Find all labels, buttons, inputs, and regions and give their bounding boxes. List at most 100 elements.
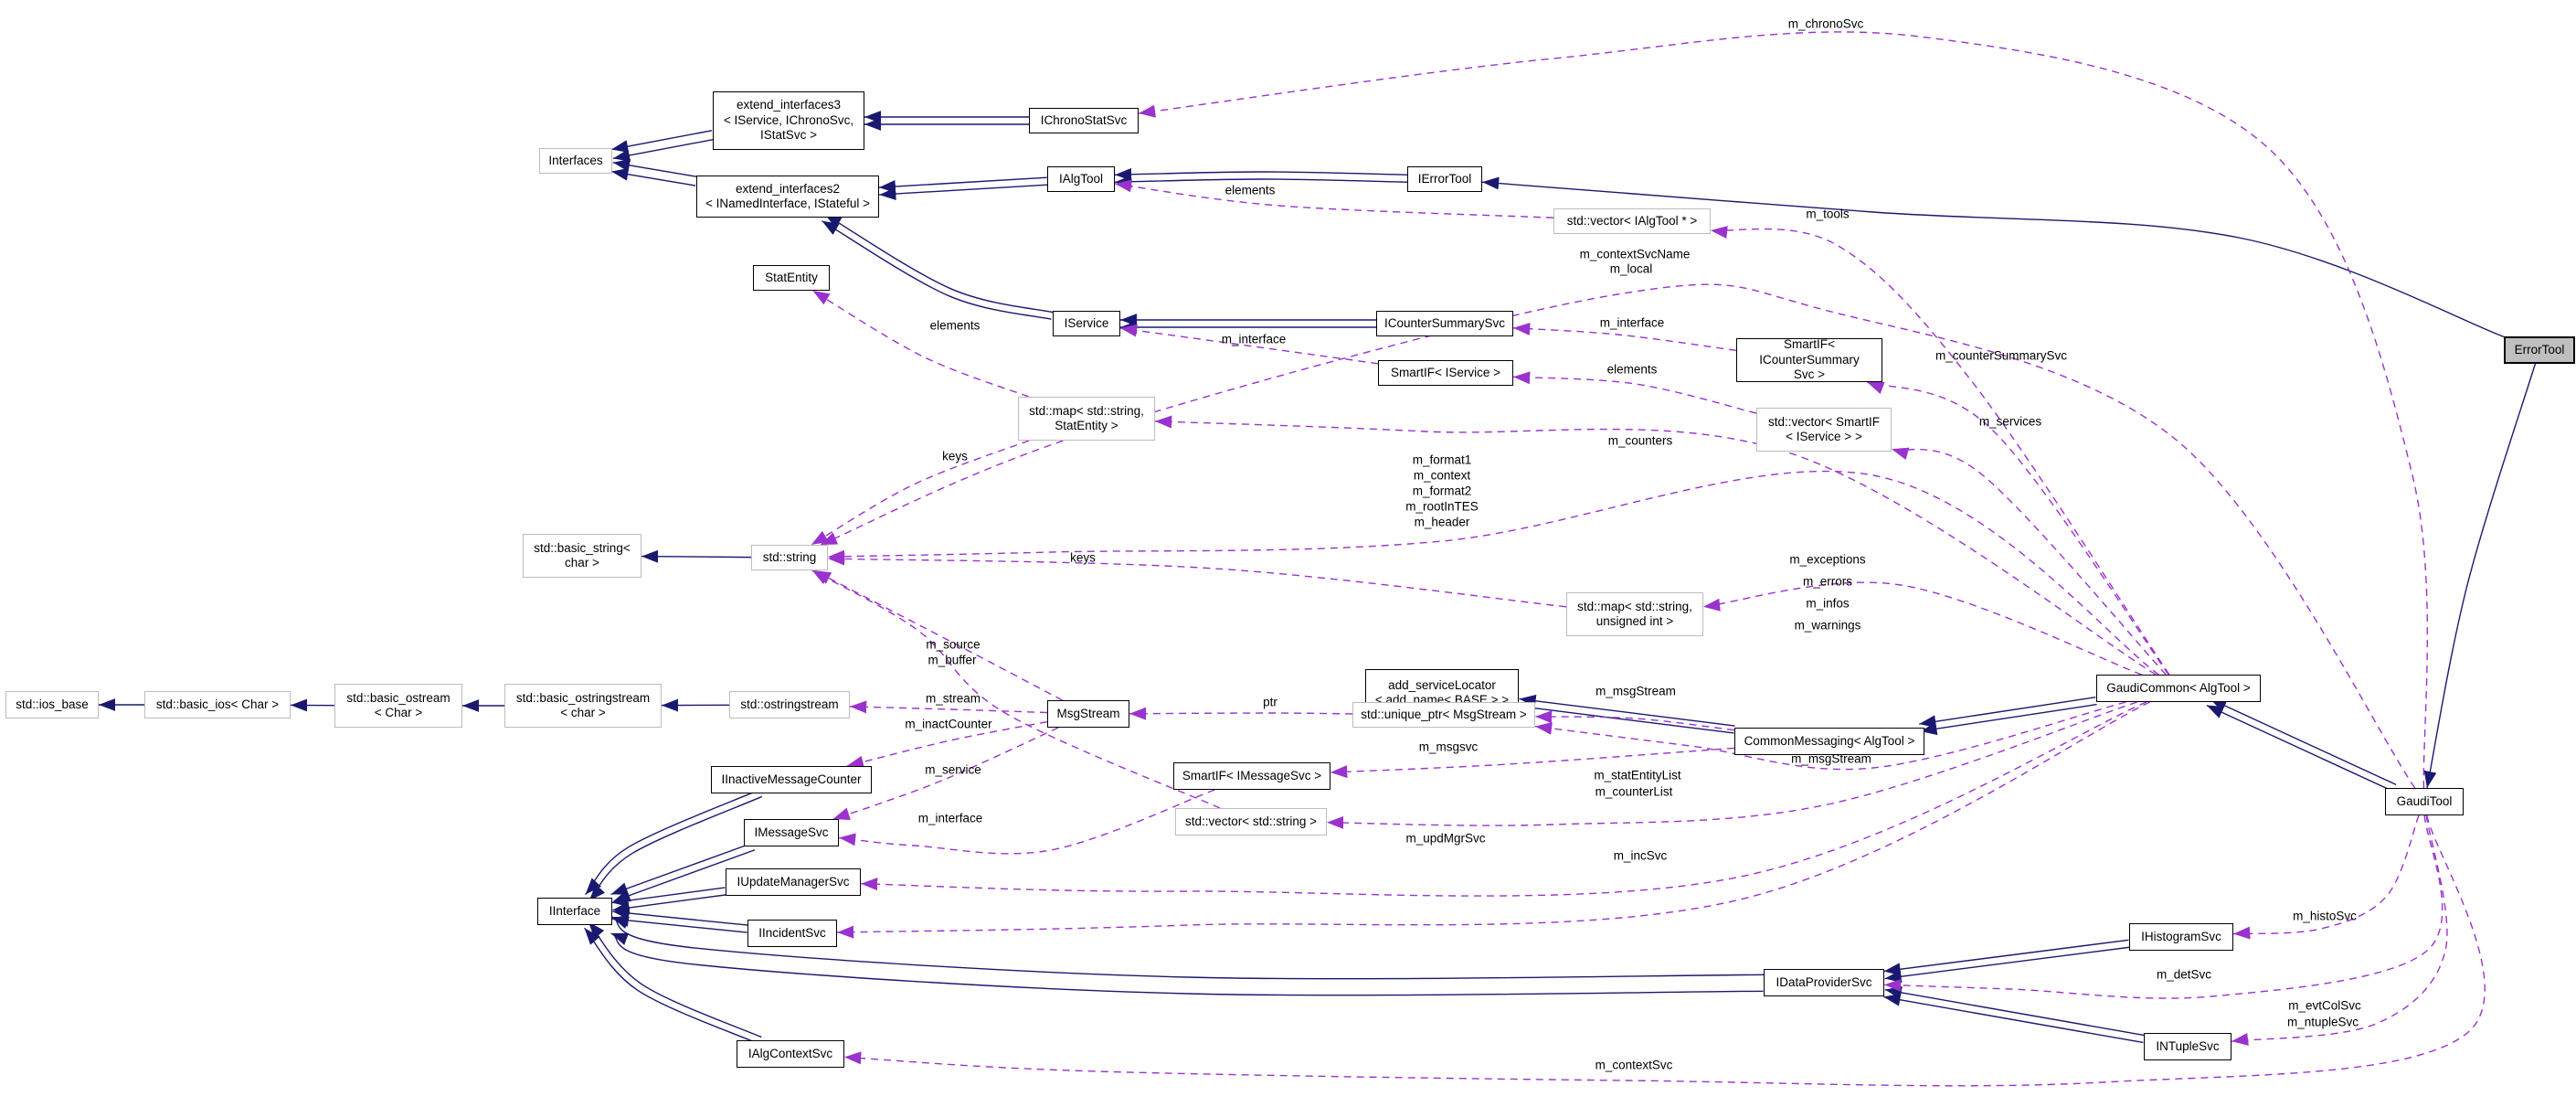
edge-use-vector_IAlgTool-to-IAlgTool [1114, 179, 1554, 218]
class-node-map_string_uint: std::map< std::string, unsigned int > [1566, 592, 1703, 636]
edge-inherit-IHistogramSvc-to-IDataProviderSvc [1883, 939, 2129, 976]
class-node-GaudiTool[interactable]: GaudiTool [2385, 788, 2464, 815]
class-node-CommonMessaging[interactable]: CommonMessaging< AlgTool > [1734, 728, 1924, 755]
class-node-IService[interactable]: IService [1053, 311, 1120, 336]
class-node-std_basic_ostringstream: std::basic_ostringstream < char > [504, 684, 662, 728]
edge-use-GaudiTool-to-IDataProviderSvc [1883, 814, 2443, 999]
edge-label-m_format2-16: m_format2 [1412, 484, 1472, 498]
edge-inherit-IUpdateManagerSvc-to-IInterface [612, 894, 726, 914]
class-node-IHistogramSvc[interactable]: IHistogramSvc [2129, 923, 2233, 951]
edge-use-MsgStream-to-std_string [813, 569, 1063, 701]
edge-label-m_msgStream-24: m_msgStream [1791, 751, 1871, 766]
class-node-std_string: std::string [751, 545, 828, 570]
edge-use-GaudiCommon-to-map_string_uint [1702, 581, 2142, 676]
class-node-unique_ptr_MsgStream: std::unique_ptr< MsgStream > [1352, 702, 1535, 728]
class-node-SmartIF_IService[interactable]: SmartIF< IService > [1378, 360, 1513, 386]
class-node-MsgStream[interactable]: MsgStream [1047, 700, 1129, 728]
edge-label-m_counterSummarySvc-7: m_counterSummarySvc [1935, 348, 2068, 363]
edge-inherit-IErrorTool-to-IAlgTool [1114, 175, 1408, 188]
edge-label-m_statEntityList-26: m_statEntityList [1594, 768, 1681, 782]
class-node-IIncidentSvc[interactable]: IIncidentSvc [747, 920, 837, 947]
edge-label-m_buffer-32: m_buffer [928, 653, 977, 667]
class-node-IMessageSvc[interactable]: IMessageSvc [744, 819, 839, 846]
edge-inherit-IDataProviderSvc-to-IInterface [611, 916, 1765, 980]
class-node-IInterface[interactable]: IInterface [537, 898, 612, 925]
edge-inherit-IIncidentSvc-to-IInterface [612, 907, 748, 926]
edge-inherit-IMessageSvc-to-IInterface [610, 842, 753, 896]
edge-label-m_header-18: m_header [1414, 515, 1470, 529]
class-node-extend_interfaces3[interactable]: extend_interfaces3 < IService, IChronoSv… [713, 91, 864, 150]
edge-label-m_contextSvcName-3: m_contextSvcName [1579, 247, 1691, 261]
class-node-ErrorTool: ErrorTool [2504, 336, 2575, 364]
edge-inherit-IUpdateManagerSvc-to-IInterface [611, 887, 726, 908]
class-node-IAlgTool[interactable]: IAlgTool [1047, 166, 1115, 192]
class-node-std_ios_base: std::ios_base [5, 691, 99, 718]
class-node-IAlgContextSvc[interactable]: IAlgContextSvc [737, 1040, 844, 1068]
edge-label-elements-6: elements [1606, 362, 1658, 377]
edge-inherit-GaudiTool-to-GaudiCommon [2209, 697, 2397, 786]
class-node-extend_interfaces2[interactable]: extend_interfaces2 < INamedInterface, IS… [696, 176, 879, 218]
edge-inherit-extend_interfaces2-to-Interfaces [611, 167, 696, 186]
edge-use-map_string_StatEntity-to-std_string [811, 440, 1030, 546]
class-node-IInactiveMessageCounter[interactable]: IInactiveMessageCounter [711, 766, 872, 793]
edge-use-SmartIF_IService-to-IService [1119, 324, 1379, 365]
edge-inherit-INTupleSvc-to-IDataProviderSvc [1884, 985, 2145, 1037]
class-node-StatEntity[interactable]: StatEntity [753, 265, 830, 291]
edge-use-GaudiCommon-to-SmartIF_ICounterSummarySvc [1866, 381, 2169, 676]
edge-inherit-IDataProviderSvc-to-IInterface [610, 932, 1764, 996]
edge-inherit-GaudiCommon-to-CommonMessaging [1920, 703, 2097, 736]
edge-use-unique_ptr_MsgStream-to-MsgStream [1129, 707, 1353, 720]
edge-label-m_local-4: m_local [1609, 261, 1653, 276]
edge-use-GaudiTool-to-IAlgContextSvc [843, 814, 2486, 1087]
edge-use-vector_string-to-std_string [811, 569, 1221, 809]
edge-label-m_interface-34: m_interface [917, 811, 983, 825]
edge-inherit-IAlgTool-to-extend_interfaces2 [879, 184, 1048, 200]
edge-label-m_evtColSvc-39: m_evtColSvc [2288, 998, 2361, 1013]
class-node-INTupleSvc[interactable]: INTupleSvc [2144, 1033, 2231, 1060]
edge-label-keys-12: keys [1070, 550, 1096, 565]
edge-label-m_source-31: m_source [926, 637, 981, 652]
edge-label-m_services-8: m_services [1978, 414, 2042, 429]
edge-inherit-IMessageSvc-to-IInterface [613, 849, 756, 902]
edge-inherit-CommonMessaging-to-add_serviceLocator [1519, 694, 1735, 727]
class-node-Interfaces: Interfaces [539, 148, 612, 174]
edge-label-m_msgStream-23: m_msgStream [1595, 684, 1676, 698]
class-node-vector_IAlgTool: std::vector< IAlgTool * > [1553, 208, 1711, 234]
edge-label-m_context-15: m_context [1413, 468, 1471, 483]
class-node-std_basic_ios: std::basic_ios< Char > [144, 691, 291, 718]
class-node-IErrorTool[interactable]: IErrorTool [1407, 166, 1482, 192]
edge-label-m_ntupleSvc-40: m_ntupleSvc [2286, 1015, 2359, 1029]
class-node-vector_string: std::vector< std::string > [1175, 808, 1327, 836]
edge-inherit-std_string-to-std_basic_string [641, 549, 752, 563]
edge-inherit-CommonMessaging-to-add_serviceLocator [1518, 701, 1734, 734]
edge-label-m_interface-9: m_interface [1221, 332, 1287, 346]
edge-label-m_msgsvc-25: m_msgsvc [1418, 740, 1479, 754]
edge-use-MsgStream-to-std_ostringstream [849, 700, 1048, 714]
edge-label-m_inactCounter-30: m_inactCounter [905, 717, 992, 731]
edge-inherit-IInactiveMessageCounter-to-IInterface [585, 789, 758, 896]
edge-label-m_format1-14: m_format1 [1412, 452, 1472, 467]
edge-label-m_service-33: m_service [925, 762, 981, 777]
edge-use-CommonMessaging-to-unique_ptr_MsgStream [1534, 710, 1735, 731]
edge-label-ptr-28: ptr [1263, 695, 1277, 709]
edge-inherit-GaudiCommon-to-CommonMessaging [1919, 697, 2096, 729]
edge-use-GaudiCommon-to-vector_SmartIF_IService [1891, 447, 2167, 676]
class-node-IDataProviderSvc[interactable]: IDataProviderSvc [1764, 969, 1884, 996]
edge-use-map_string_uint-to-std_string [827, 552, 1567, 608]
class-node-IChronoStatSvc[interactable]: IChronoStatSvc [1029, 108, 1139, 133]
class-node-std_ostringstream: std::ostringstream [729, 691, 850, 718]
edge-group [99, 31, 2537, 1087]
class-node-GaudiCommon[interactable]: GaudiCommon< AlgTool > [2096, 675, 2261, 702]
class-node-SmartIF_ICounterSummarySvc[interactable]: SmartIF< ICounterSummary Svc > [1736, 337, 1882, 382]
edge-use-MsgStream-to-IMessageSvc [832, 727, 1059, 820]
edge-use-GaudiTool-to-INTupleSvc [2231, 814, 2448, 1046]
class-node-IUpdateManagerSvc[interactable]: IUpdateManagerSvc [726, 868, 861, 896]
edge-use-CommonMessaging-to-SmartIF_IMessageSvc [1330, 747, 1735, 779]
edge-use-MsgStream-to-IInactiveMessageCounter [846, 720, 1048, 769]
edge-label-m_counterList-27: m_counterList [1595, 784, 1673, 799]
edge-label-m_contextSvc-41: m_contextSvc [1595, 1058, 1673, 1072]
class-node-SmartIF_IMessageSvc[interactable]: SmartIF< IMessageSvc > [1173, 762, 1330, 790]
edge-use-GaudiCommon-to-map_string_StatEntity [1154, 415, 2157, 676]
class-node-ICounterSummarySvc[interactable]: ICounterSummarySvc [1376, 311, 1513, 336]
edge-use-map_string_StatEntity-to-StatEntity [812, 290, 1030, 398]
